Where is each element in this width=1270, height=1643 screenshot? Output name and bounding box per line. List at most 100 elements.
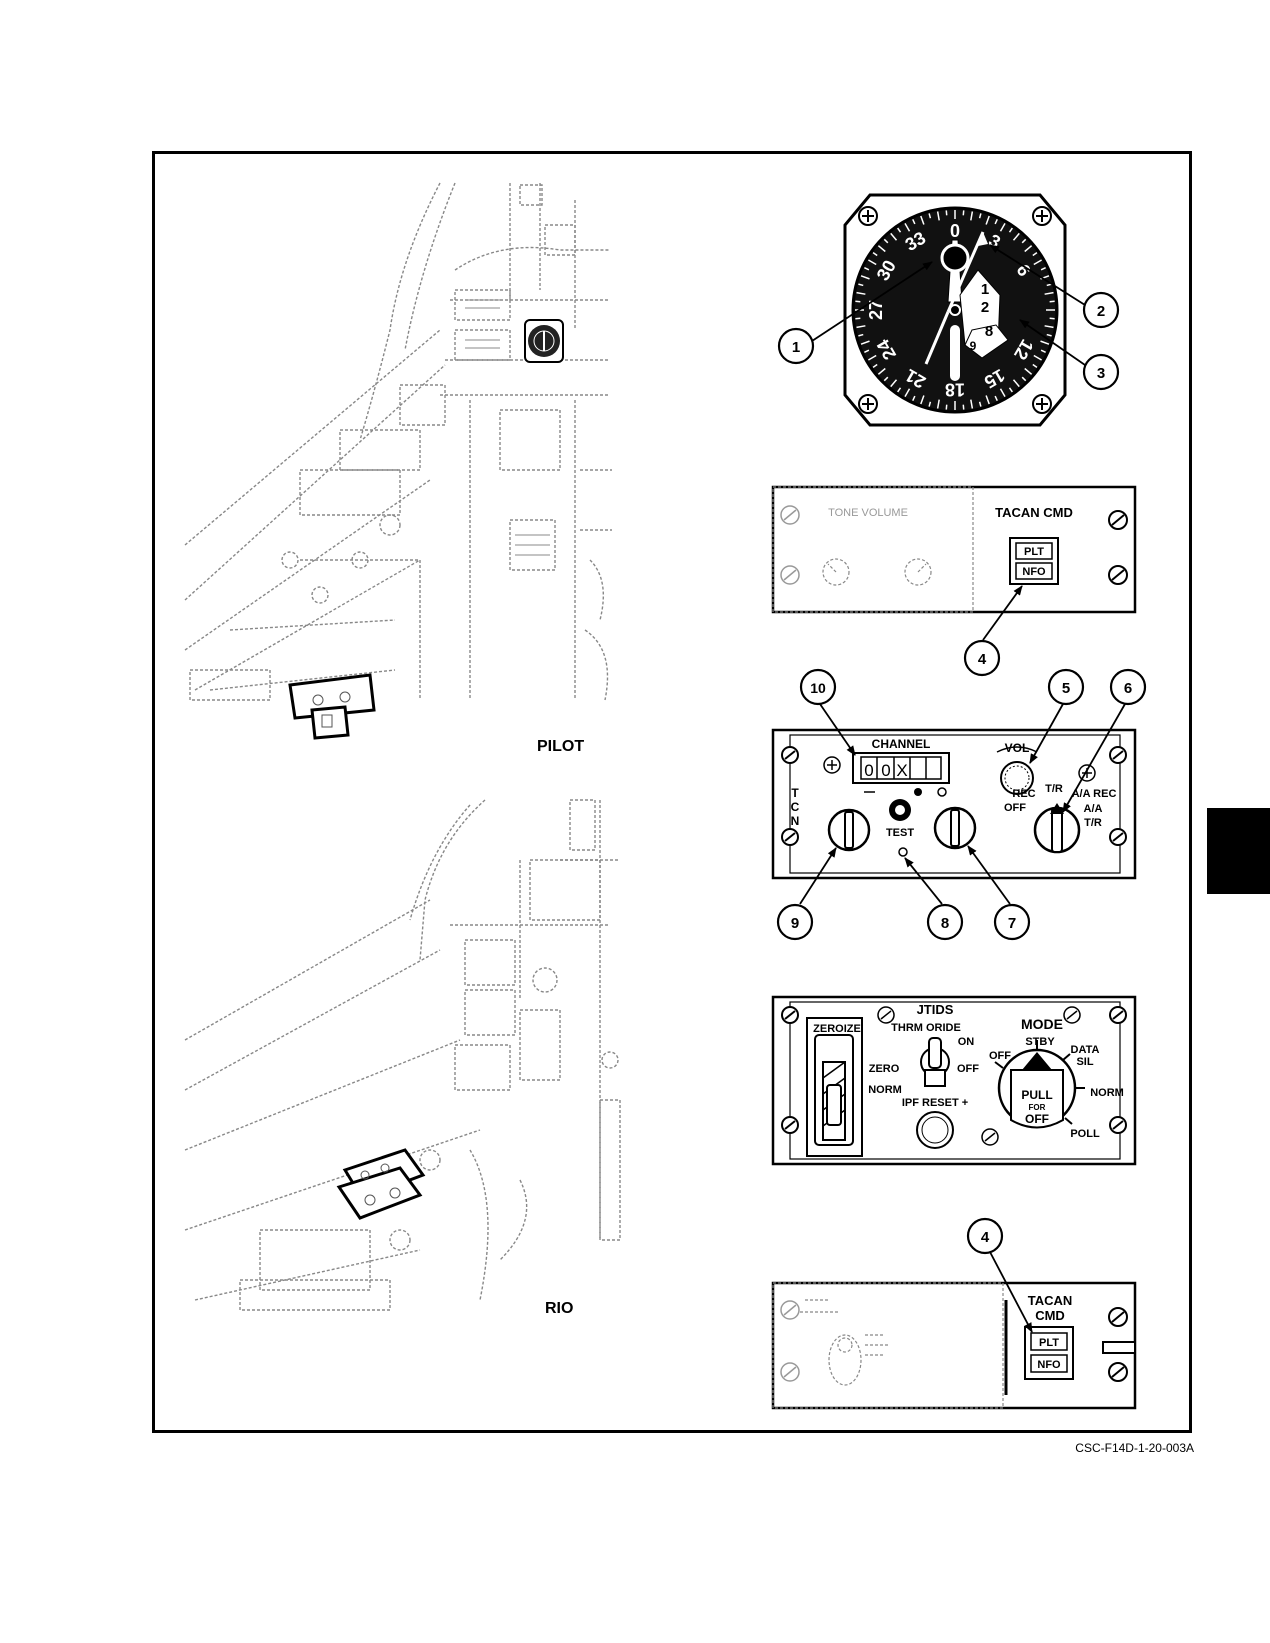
mode-title: MODE [1021,1016,1063,1032]
bdhi-tick [904,223,911,232]
bdhi-tick [928,401,932,407]
tacan-panel-screws [781,746,1127,846]
bdhi-tick [912,219,916,225]
pull-label: PULL [1021,1088,1052,1102]
bdhi-tick [897,387,902,393]
bdhi-tick [1040,349,1046,353]
bdhi-tick [1021,238,1027,244]
norm-mode-label: NORM [1090,1087,1124,1099]
off-label: OFF [1025,1112,1049,1126]
callout-7: 7 [1008,915,1016,932]
test-light [898,847,908,857]
bdhi-tick [999,223,1006,232]
bdhi-tick [904,388,911,397]
bdhi-tick [868,259,877,266]
bdhi-tick [985,395,990,405]
channel-label: CHANNEL [872,737,931,751]
bdhi-tick [858,333,864,337]
bdhi-tick [872,252,878,257]
bdhi-tick [920,395,925,405]
callout-3: 3 [1097,365,1105,382]
for-label: FOR [1029,1103,1046,1112]
pilot-plt-label: PLT [1024,546,1044,558]
pilot-panel-highlight [288,673,376,740]
section-tab-marker [1207,808,1270,894]
rio-tacan-title: TACAN [1028,1293,1073,1308]
on-label: ON [958,1036,975,1048]
poll-label: POLL [1070,1128,1100,1140]
bdhi-tick [994,395,998,401]
callout-4: 4 [978,651,987,668]
callout-leaders [799,244,1126,1333]
rio-cmd-title: CMD [1035,1308,1065,1323]
pilot-cockpit-drawing [184,182,612,740]
channel-right-knob [933,806,977,850]
bdhi-pointer-2 [924,231,988,365]
bdhi-tick [1008,387,1013,393]
bdhi-tick [890,232,898,241]
mode-tr-label: T/R [1045,783,1063,795]
thrm-oride-label: THRM ORIDE [891,1022,961,1034]
bdhi-inner-digit: 2 [981,299,989,316]
pilot-nfo-label: NFO [1022,566,1046,578]
bdhi-tick [860,275,870,280]
bdhi-tick [970,399,974,409]
rio-label: RIO [545,1300,573,1317]
bdhi-scale-label: 0 [950,221,960,241]
mode-aa-tr-label: T/R [1084,817,1102,829]
bdhi-tick [1008,227,1013,233]
pilot-tacan-cmd-panel [771,485,1137,614]
bdhi-inner-digit: 9 [970,339,977,353]
bdhi-tick [883,376,889,382]
zeroize-label: ZEROIZE [813,1023,861,1035]
zeroize-switch [814,1034,854,1146]
tcn-side-label: N [791,814,800,828]
rio-panel-screws [780,1300,1128,1382]
figure-frame [152,151,1192,1433]
volume-label: VOL [1005,741,1030,755]
mode-switch [1033,803,1081,854]
pilot-tone-volume-label: TONE VOLUME [828,507,908,519]
bdhi-tick [890,379,898,388]
bdhi-mount-screws [858,206,1052,414]
bdhi-tick [864,349,870,353]
channel-digit: 0 [864,761,873,780]
bdhi-tick [877,245,886,253]
norm-left-label: NORM [868,1084,902,1096]
pilot-label: PILOT [537,738,584,755]
bdhi-tick [1021,376,1027,382]
bdhi-tick [1032,252,1038,257]
channel-digit: X [896,761,907,780]
bdhi-tick-marks [855,210,1055,410]
bdhi-tick [872,363,878,368]
channel-digit: 0 [881,761,890,780]
stby-label: STBY [1025,1036,1055,1048]
rio-nfo-label: NFO [1037,1359,1061,1371]
rio-panel-highlight [336,1148,426,1220]
jtids-title: JTIDS [917,1002,954,1017]
pilot-plt-button [1015,542,1053,560]
rio-plt-button [1030,1332,1068,1351]
bdhi-tick [1012,379,1020,388]
bdhi-tick [978,401,982,407]
bdhi-tick [860,340,870,345]
bdhi-tick [1040,267,1046,271]
jtids-mode-knob [994,1040,1085,1129]
jtids-panel [771,995,1137,1166]
bdhi-tick [864,267,870,271]
callout-1: 1 [792,339,800,356]
bdhi-tick [994,219,998,225]
sil-label: SIL [1076,1056,1093,1068]
rio-nfo-button [1030,1354,1068,1373]
rio-plt-label: PLT [1039,1337,1059,1349]
bdhi-tick [856,291,866,295]
tacan-control-panel [771,728,1137,880]
bdhi-tick [928,213,932,219]
rio-cockpit-drawing [184,799,621,1311]
callout-5: 5 [1062,680,1070,697]
callout-circles [776,291,1147,1255]
toggle-off-label: OFF [957,1063,979,1075]
bdhi-tick [858,283,864,287]
